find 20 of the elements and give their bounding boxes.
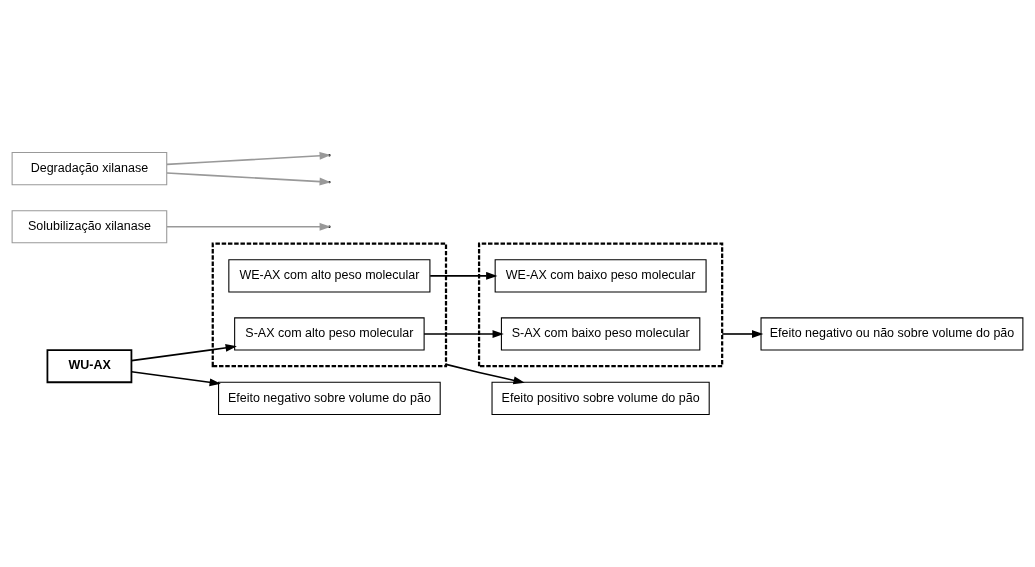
node-box: S-AX com alto peso molecular xyxy=(234,317,425,351)
node-box: Efeito negativo sobre volume do pão xyxy=(218,381,441,415)
arrow xyxy=(166,151,331,166)
arrow xyxy=(423,330,504,338)
arrow xyxy=(445,363,525,385)
arrow xyxy=(130,370,221,387)
node-box: WE-AX com alto peso molecular xyxy=(228,259,431,293)
cluster xyxy=(477,242,724,368)
node-box: Solubilização xilanase xyxy=(11,210,168,244)
node-box: Efeito positivo sobre volume do pão xyxy=(491,381,710,415)
cluster xyxy=(211,242,448,368)
arrow xyxy=(429,271,498,280)
node-box: Degradação xilanase xyxy=(11,152,168,186)
node-box: S-AX com baixo peso molecular xyxy=(500,317,701,351)
node-box: WE-AX com baixo peso molecular xyxy=(494,259,707,293)
arrow xyxy=(721,330,764,338)
node-box: WU-AX xyxy=(46,349,133,384)
arrow xyxy=(166,222,331,231)
arrow xyxy=(130,343,237,362)
node-box: Efeito negativo ou não sobre volume do pão xyxy=(760,317,1024,351)
